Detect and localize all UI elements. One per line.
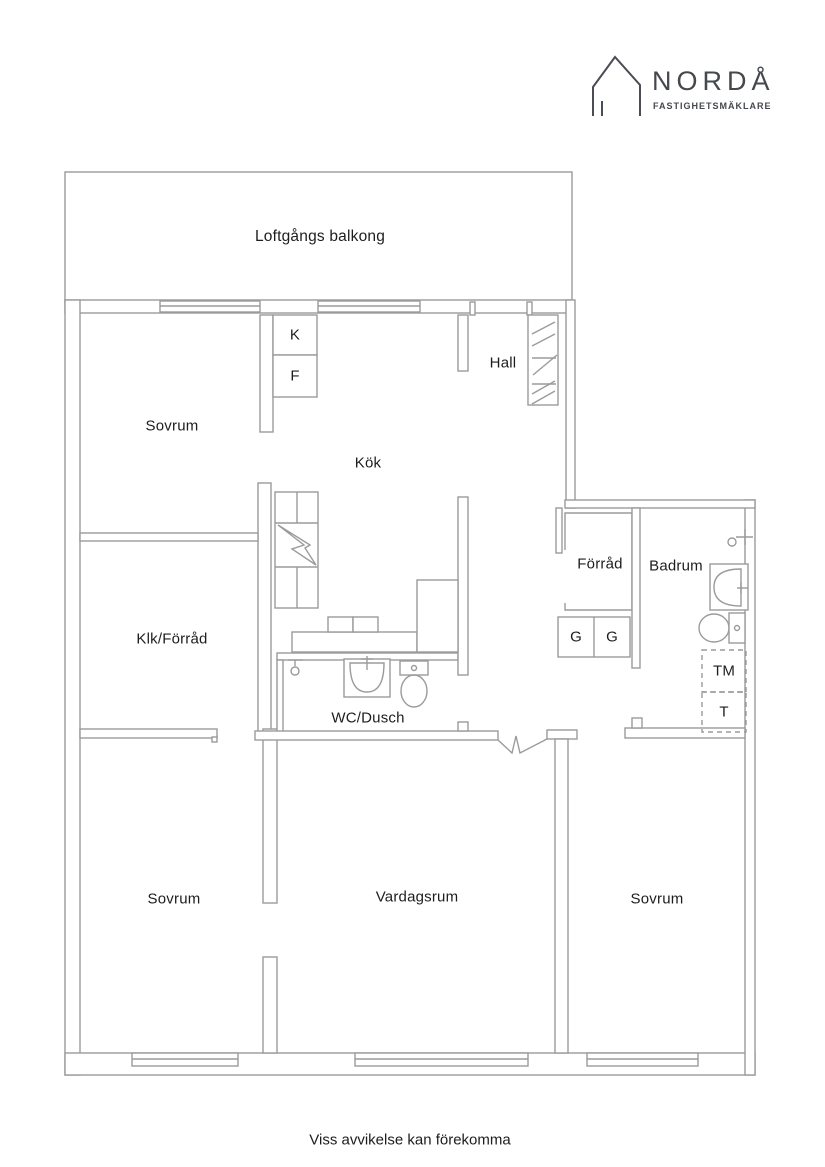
wc-shower-fixtures	[288, 656, 429, 708]
bathroom-fixtures	[698, 529, 753, 733]
wardrobes	[557, 616, 631, 658]
room-label-wc-shower: WC/Dusch	[331, 709, 405, 727]
room-label-bathroom: Badrum	[649, 557, 703, 575]
room-label-storage: Förråd	[577, 555, 623, 573]
disclaimer-text: Viss avvikelse kan förekomma	[309, 1131, 511, 1149]
living-room-door	[497, 735, 548, 755]
logo: NORDÅ FASTIGHETSMÄKLARE	[588, 53, 798, 123]
kitchen-counter	[274, 491, 459, 653]
dryer-box	[701, 691, 747, 733]
label-wardrobe-right: G	[606, 628, 618, 646]
label-dryer: T	[719, 703, 729, 721]
label-wardrobe-left: G	[570, 628, 582, 646]
label-freezer: F	[290, 367, 300, 385]
room-label-hall: Hall	[489, 354, 517, 372]
room-label-living-room: Vardagsrum	[375, 888, 459, 906]
toilet-icon	[399, 660, 429, 676]
room-label-kitchen: Kök	[354, 454, 382, 472]
brand-tagline: FASTIGHETSMÄKLARE	[653, 101, 772, 111]
room-label-bedroom-top-left: Sovrum	[145, 417, 199, 435]
fridge-freezer-cabinets	[272, 314, 318, 398]
room-label-bedroom-bottom-left: Sovrum	[147, 890, 201, 908]
house-outline-icon	[592, 55, 641, 116]
bath-sink-icon	[709, 563, 749, 611]
interior-walls	[79, 314, 746, 1054]
windows	[131, 300, 699, 1067]
brand-name: NORDÅ	[652, 66, 775, 96]
bath-toilet-icon	[698, 613, 730, 643]
room-label-closet-storage: Klk/Förråd	[136, 630, 208, 648]
label-washing-machine: TM	[712, 662, 736, 680]
hall-wardrobe	[527, 314, 559, 406]
label-fridge: K	[289, 326, 301, 344]
stove-symbol	[277, 524, 317, 566]
room-label-bedroom-bottom-right: Sovrum	[630, 890, 684, 908]
room-label-balcony: Loftgångs balkong	[254, 228, 386, 245]
